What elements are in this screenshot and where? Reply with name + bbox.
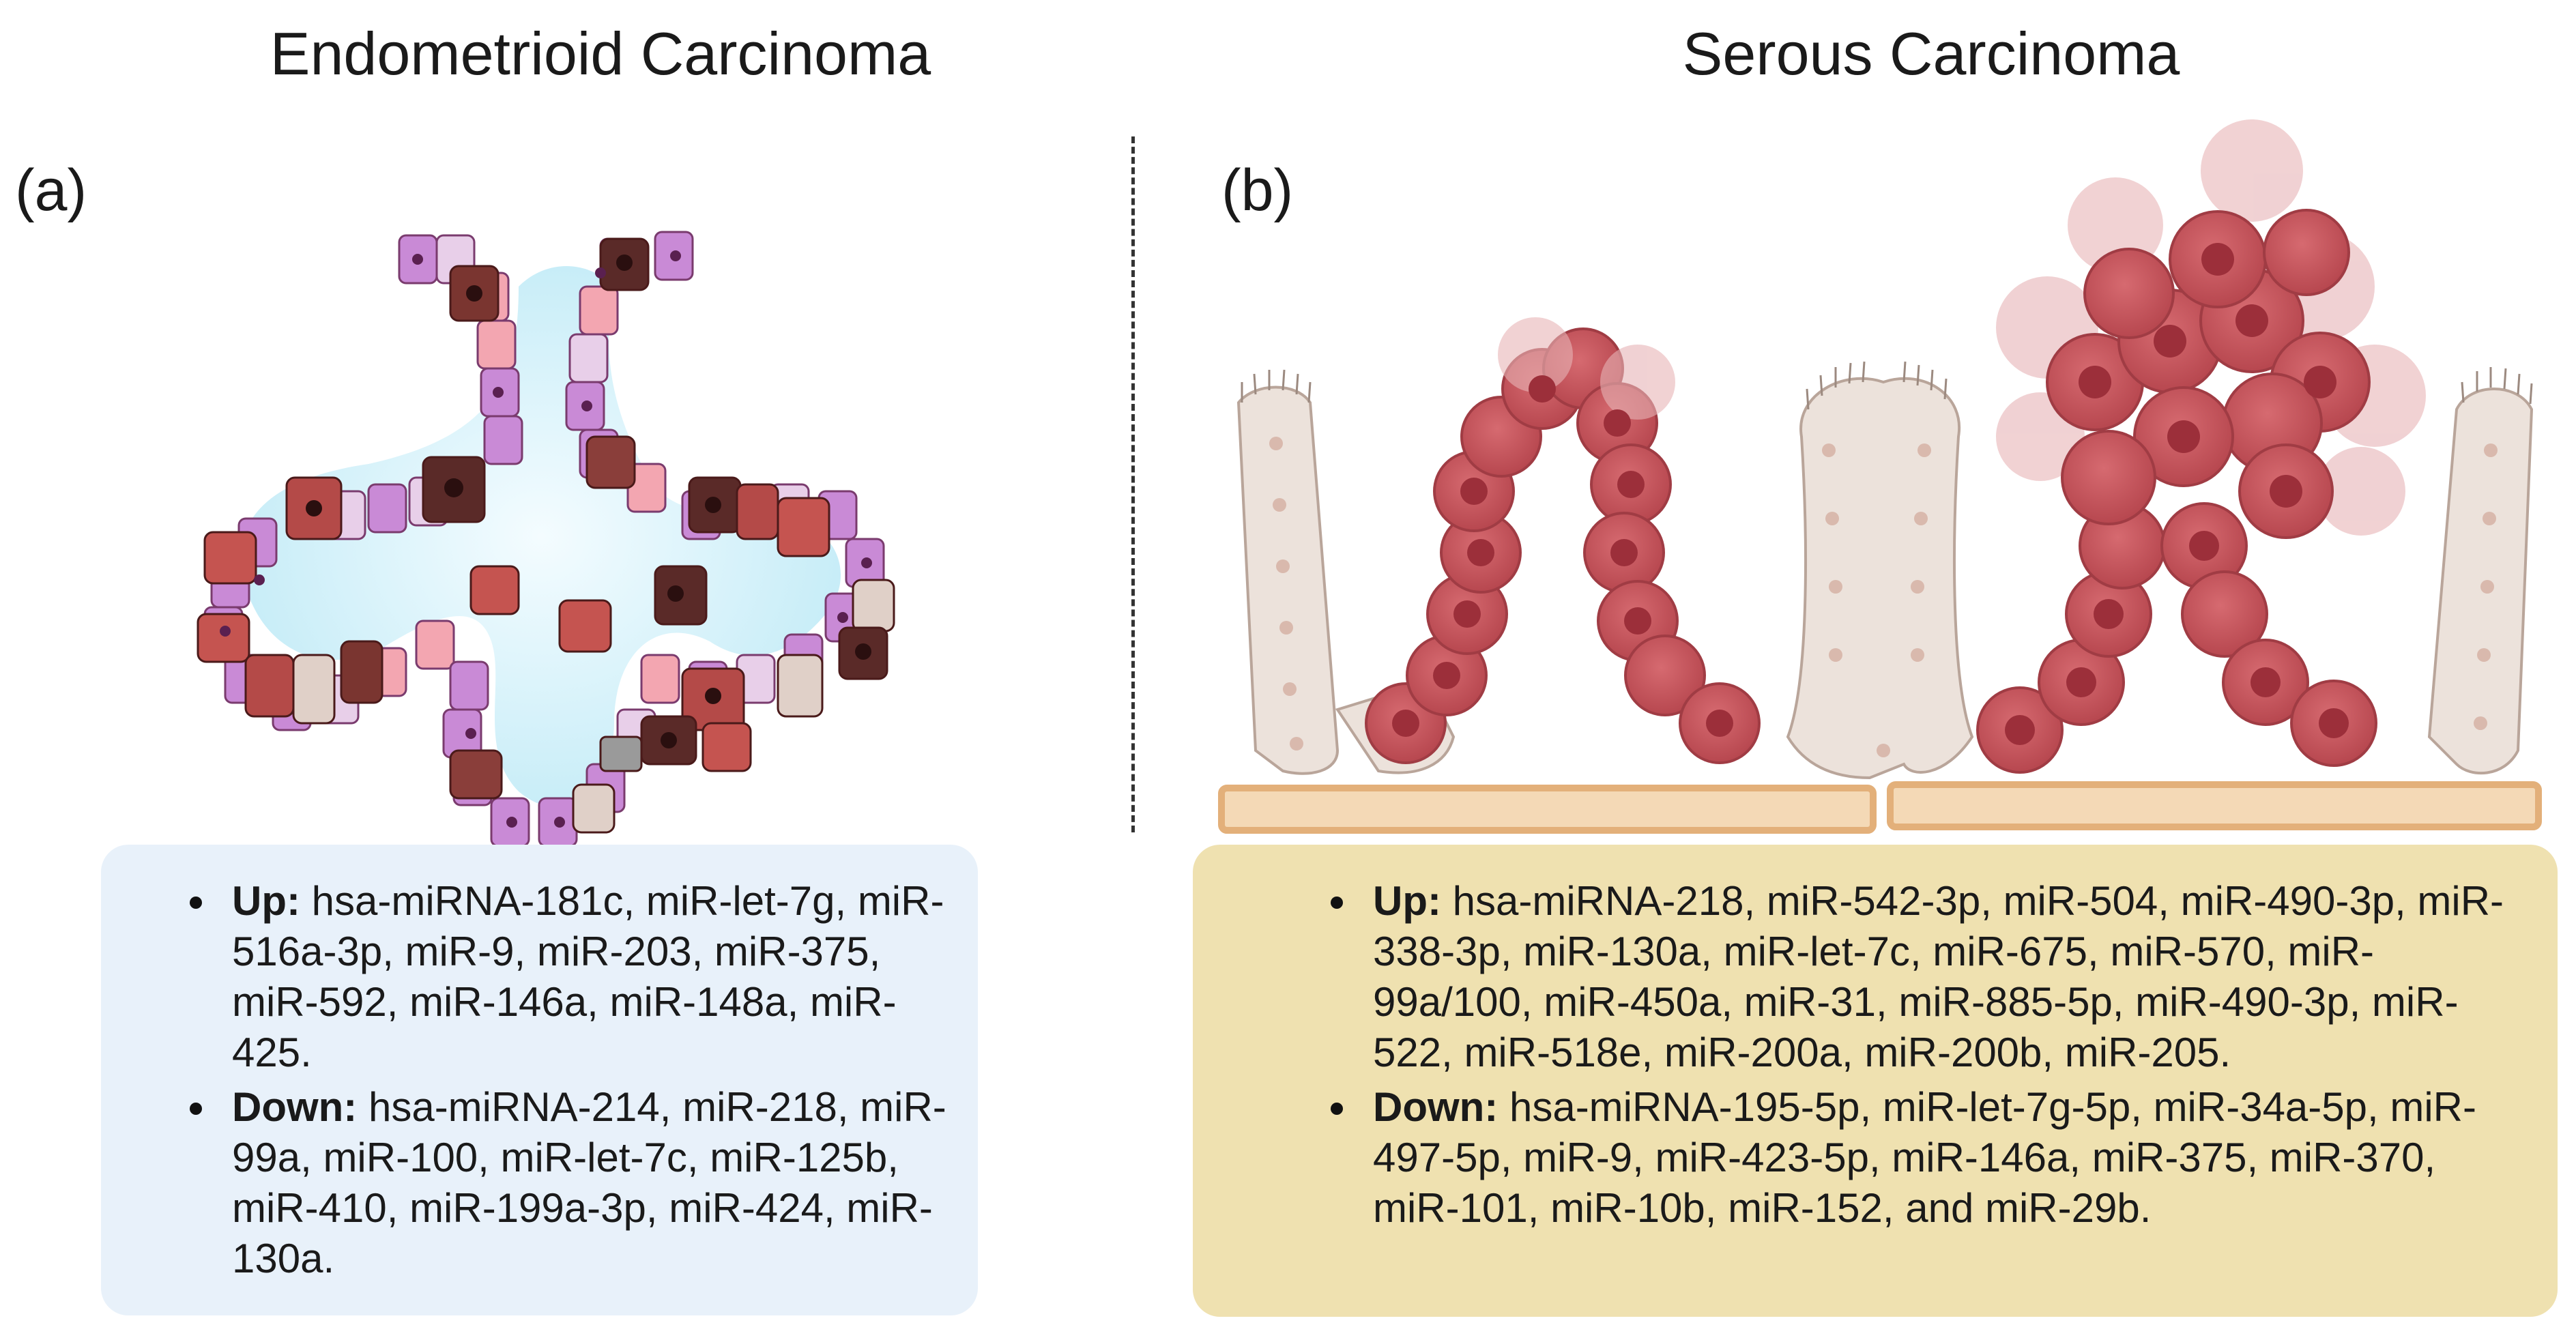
page-title-endometrioid: Endometrioid Carcinoma <box>270 20 931 87</box>
up-mirnas: hsa-miRNA-218, miR-542-3p, miR-504, miR-… <box>1373 878 2504 1075</box>
tumor-cells-right <box>1976 502 2377 774</box>
basement-membrane-left <box>1218 785 1877 834</box>
mirna-list-serous: Up: hsa-miRNA-218, miR-542-3p, miR-504, … <box>1318 876 2533 1238</box>
page-title-serous: Serous Carcinoma <box>1682 20 2180 87</box>
basement-membrane-right <box>1887 781 2542 830</box>
cilia <box>1241 361 2533 410</box>
normal-epithelium <box>1236 377 2534 780</box>
gland-epithelium <box>197 231 895 847</box>
down-mirnas: hsa-miRNA-214, miR-218, miR-99a, miR-100… <box>232 1084 946 1281</box>
down-mirnas: hsa-miRNA-195-5p, miR-let-7g-5p, miR-34a… <box>1373 1084 2476 1231</box>
gland-lumen <box>241 266 841 807</box>
down-label: Down: <box>232 1084 358 1130</box>
up-label: Up: <box>1373 878 1441 924</box>
up-label: Up: <box>232 878 300 924</box>
tumor-cells-left <box>1365 327 1761 764</box>
tumor-nuclei <box>1392 243 2349 745</box>
mirna-box-serous <box>1193 845 2558 1317</box>
normal-cell-nuclei <box>1269 437 2498 757</box>
list-item-up: Up: hsa-miRNA-181c, miR-let-7g, miR-516a… <box>177 876 962 1078</box>
tumor-mass <box>1498 119 2426 539</box>
mirna-box-endometrioid <box>101 845 978 1315</box>
up-mirnas: hsa-miRNA-181c, miR-let-7g, miR-516a-3p,… <box>232 878 944 1075</box>
list-item-down: Down: hsa-miRNA-214, miR-218, miR-99a, m… <box>177 1082 962 1284</box>
endometrioid-gland-illustration <box>197 231 895 847</box>
panel-label-b: (b) <box>1221 158 1294 223</box>
panel-divider <box>1131 136 1135 832</box>
mirna-list-endometrioid: Up: hsa-miRNA-181c, miR-let-7g, miR-516a… <box>177 876 962 1288</box>
serous-epithelium-illustration <box>1218 119 2542 834</box>
down-label: Down: <box>1373 1084 1499 1130</box>
list-item-down: Down: hsa-miRNA-195-5p, miR-let-7g-5p, m… <box>1318 1082 2533 1234</box>
panel-label-a: (a) <box>15 158 87 223</box>
list-item-up: Up: hsa-miRNA-218, miR-542-3p, miR-504, … <box>1318 876 2533 1078</box>
